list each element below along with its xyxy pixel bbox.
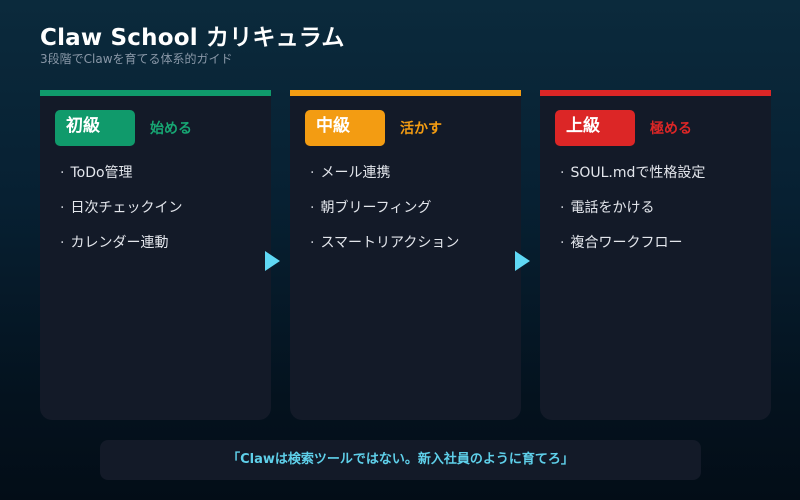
level-card-advanced: 上級 極める ·SOUL.mdで性格設定 ·電話をかける ·複合ワークフロー [540, 90, 771, 420]
quote-banner: 「Clawは検索ツールではない。新入社員のように育てろ」 [100, 440, 701, 480]
page-subtitle: 3段階でClawを育てる体系的ガイド [40, 52, 233, 66]
level-tagline: 活かす [400, 121, 442, 137]
skill-item: ·朝ブリーフィング [310, 200, 432, 216]
bullet-icon: · [310, 200, 315, 216]
bullet-icon: · [560, 235, 565, 251]
skill-item: ·カレンダー連動 [60, 235, 169, 251]
level-badge: 中級 [305, 110, 385, 146]
skill-item: ·電話をかける [560, 200, 655, 216]
level-tagline: 極める [650, 121, 692, 137]
level-tagline: 始める [150, 121, 192, 137]
skill-item: ·ToDo管理 [60, 165, 133, 181]
bullet-icon: · [310, 165, 315, 181]
arrow-right-icon [515, 251, 530, 271]
bullet-icon: · [560, 165, 565, 181]
skill-list: ·SOUL.mdで性格設定 ·電話をかける ·複合ワークフロー [560, 165, 705, 270]
level-badge: 初級 [55, 110, 135, 146]
level-color-bar [540, 90, 771, 96]
skill-list: ·メール連携 ·朝ブリーフィング ·スマートリアクション [310, 165, 459, 270]
level-color-bar [40, 90, 271, 96]
skill-item: ·日次チェックイン [60, 200, 183, 216]
skill-item: ·SOUL.mdで性格設定 [560, 165, 706, 181]
bullet-icon: · [60, 165, 65, 181]
skill-item: ·複合ワークフロー [560, 235, 683, 251]
bullet-icon: · [310, 235, 315, 251]
page-title: Claw School カリキュラム [40, 25, 345, 51]
skill-item: ·スマートリアクション [310, 235, 460, 251]
bullet-icon: · [60, 200, 65, 216]
level-card-beginner: 初級 始める ·ToDo管理 ·日次チェックイン ·カレンダー連動 [40, 90, 271, 420]
arrow-right-icon [265, 251, 280, 271]
bullet-icon: · [560, 200, 565, 216]
level-card-intermediate: 中級 活かす ·メール連携 ·朝ブリーフィング ·スマートリアクション [290, 90, 521, 420]
level-badge: 上級 [555, 110, 635, 146]
skill-list: ·ToDo管理 ·日次チェックイン ·カレンダー連動 [60, 165, 182, 270]
level-color-bar [290, 90, 521, 96]
bullet-icon: · [60, 235, 65, 251]
skill-item: ·メール連携 [310, 165, 391, 181]
